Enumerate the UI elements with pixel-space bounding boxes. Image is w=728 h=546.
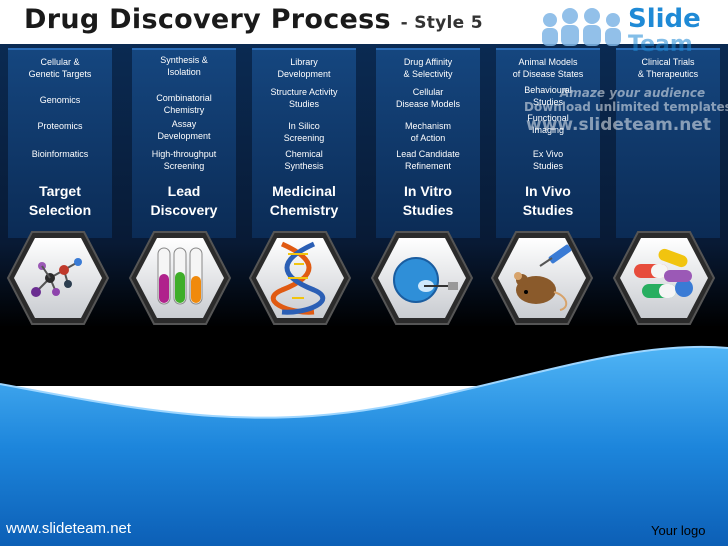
pills-icon [612, 231, 716, 325]
stage-label: Medicinal Chemistry [269, 183, 339, 218]
column-item: Drug Affinity & Selectivity [403, 57, 453, 79]
dna-icon [248, 231, 352, 325]
column-item: Animal Models of Disease States [512, 57, 584, 79]
logo-slide-text: Slide [628, 4, 701, 34]
stage-label: Target Selection [28, 183, 92, 218]
footer-logo-placeholder: Your logo [651, 523, 706, 538]
column-item: High-throughput Screening [151, 149, 217, 171]
column-item: Lead Candidate Refinement [396, 149, 460, 171]
slideteam-logo: Slide Team [536, 4, 726, 57]
column-item: Cellular Disease Models [395, 87, 461, 109]
column-item: Proteomics [37, 121, 83, 131]
wave-background [0, 345, 728, 546]
column-item: Behavioural Studies [524, 85, 572, 107]
column-item: Genomics [39, 95, 81, 105]
cell-injection-icon [370, 231, 474, 325]
stage-label: In Vitro Studies [402, 183, 454, 218]
test-tubes-icon [128, 231, 232, 325]
column-6: Clinical Trials & Therapeutics [616, 48, 720, 238]
column-item: In Silico Screening [283, 121, 325, 143]
logo-team-text: Team [628, 32, 693, 57]
footer-url[interactable]: www.slideteam.net [6, 520, 132, 537]
column-item: Ex Vivo Studies [532, 149, 564, 171]
people-icon [542, 8, 621, 46]
column-item: Combinatorial Chemistry [156, 93, 212, 115]
mouse-syringe-icon [490, 231, 594, 325]
title-main: Drug Discovery Process [24, 4, 391, 35]
title-style: - Style 5 [400, 13, 483, 33]
stage-label: In Vivo Studies [522, 183, 574, 218]
column-item: Chemical Synthesis [284, 149, 324, 171]
column-item: Assay Development [157, 119, 211, 141]
column-item: Cellular & Genetic Targets [28, 57, 92, 79]
watermark: Amaze your audience Download unlimited t… [524, 62, 728, 152]
watermark-tagline: Amaze your audience [560, 86, 706, 100]
column-item: Functional Imaging [527, 113, 569, 135]
column-item: Library Development [277, 57, 331, 79]
watermark-url: www.slideteam.net [526, 115, 712, 135]
column-item: Mechanism of Action [404, 121, 451, 143]
stage-label: Lead Discovery [150, 183, 218, 218]
column-item: Structure Activity Studies [270, 87, 338, 109]
watermark-download: Download unlimited templates [524, 100, 728, 114]
column-item: Synthesis & Isolation [160, 55, 208, 77]
column-item: Bioinformatics [31, 149, 89, 159]
page-title: Drug Discovery Process - Style 5 [24, 4, 483, 35]
dark-band [0, 44, 728, 328]
column-item: Clinical Trials & Therapeutics [637, 57, 699, 79]
molecule-icon [6, 231, 110, 325]
